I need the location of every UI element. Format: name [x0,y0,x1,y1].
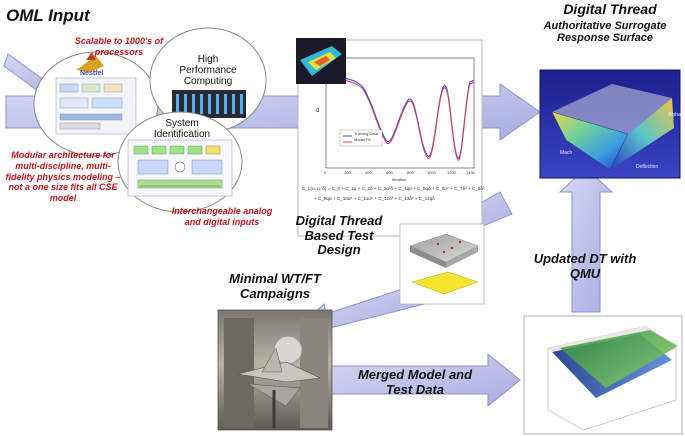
plot-y-axis-label: d [316,108,320,114]
plot-xtick: 400 [365,170,372,175]
wind-tunnel-photo [217,309,333,431]
label-system-identification: System Identification [153,118,211,141]
label-dt-test-design: Digital Thread Based Test Design [295,213,383,258]
plot-panel [297,39,483,237]
label-modular-architecture: Modular architecture for multi-disciplin… [5,150,121,204]
plot-xtick: 1400 [466,170,475,175]
merged-model-surface-panel [523,315,683,435]
nestfel-bubble [33,51,159,157]
updated-dt-arrow [558,167,614,313]
surface-axis-mach: Mach [560,150,573,156]
plot-xtick: 1000 [427,170,436,175]
label-minimal-campaigns: Minimal WT/FT Campaigns [229,271,321,301]
label-digital-thread-title: Digital Thread [563,1,657,17]
plot-xtick: 0 [324,170,327,175]
label-scalable: Scalable to 1000's of processors [74,36,164,57]
plot-legend-training: Training Data [354,131,378,136]
plot-equation-line2: + C_9qα + C_10α⁴ + C_11α⁶ + C_12δ³ + C_1… [314,196,435,201]
hpc-bubble [149,27,267,133]
merged-data-arrow [329,352,521,408]
sysid-bubble [117,111,243,213]
plot-xtick: 600 [386,170,393,175]
authoritative-surface-panel [539,69,681,179]
plot-legend-model-fit: Model Fit [354,137,371,142]
surface-axis-deflection: Deflection [636,164,659,170]
plot-x-axis-label: Iteration [392,177,407,182]
label-hpc: High Performance Computing [179,54,237,88]
test-design-surface-panel [399,223,485,305]
label-updated-dt: Updated DT with QMU [533,251,637,281]
plot-xtick: 1200 [447,170,456,175]
label-merged-model: Merged Model and Test Data [357,367,473,397]
label-oml-input: OML Input [6,6,90,25]
label-nestfel-logo: Nestfel [80,70,104,77]
plot-curve-model-fit [325,79,475,161]
plot-equation-line1: C_L(α, q, δ) = C_0 + C_1α + C_2δ + C_3α²… [302,186,485,191]
surface-axis-alpha: Alpha [668,112,681,118]
plot-xtick: 200 [344,170,351,175]
plot-xtick: 800 [407,170,414,175]
label-interchangeable-inputs: Interchangeable analog and digital input… [171,206,273,227]
label-authoritative-surface: Authoritative Surrogate Response Surface [543,20,667,45]
flow-simulation-thumbnail [296,38,346,84]
